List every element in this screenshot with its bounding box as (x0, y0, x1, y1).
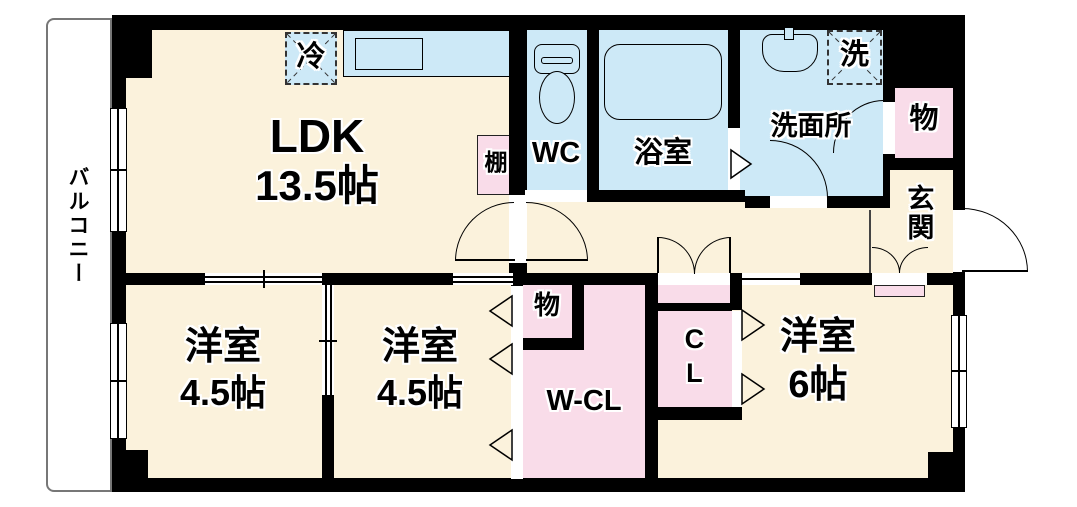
shelf-area (477, 135, 515, 195)
balcony-area (46, 18, 112, 492)
entrance-storage-floor (895, 88, 953, 158)
refrigerator-icon (285, 32, 337, 85)
shoe-cabinet (874, 285, 925, 297)
ldk-door-leaf (455, 259, 515, 261)
wcl-label: W-CL (546, 385, 622, 417)
wall-wcl-cl (645, 273, 658, 480)
ldk-window-tick (110, 169, 127, 171)
entrance-closet-gap (872, 273, 927, 285)
ldk-size-label: 13.5帖 (255, 162, 379, 209)
wcl-folding-door-icon-1 (488, 294, 513, 328)
wall-cl-strip-bottom (658, 303, 732, 311)
bedroom1-size-label: 4.5帖 (179, 372, 267, 413)
bedroom3-label: 洋室 (779, 316, 856, 358)
bedroom3-window-tick (951, 370, 967, 372)
wall-top (112, 15, 883, 30)
wall-corner-br (928, 452, 965, 492)
walk-in-closet-floor (523, 284, 645, 480)
washing-machine-x-mark (829, 32, 880, 83)
kitchen-sink-icon (355, 38, 423, 70)
cl-label: CL (679, 324, 710, 392)
entrance-step-line (869, 210, 871, 273)
entrance-storage-label: 物 (909, 103, 939, 135)
bedroom2-label: 洋室 (381, 326, 458, 368)
wall-wc-bath (587, 30, 599, 192)
wall-ldk-right-upper (509, 15, 527, 195)
wcl-folding-door-band (511, 285, 523, 480)
shelf-label: 棚 (484, 149, 508, 175)
storage-doorway-gap (883, 102, 895, 154)
wall-storage-bottom (883, 158, 965, 170)
wall-wcl-storage-bottom (523, 338, 584, 350)
ldk-label: LDK (269, 110, 365, 162)
bedroom2-sliding-line2 (453, 281, 513, 283)
cl-door-leaf-left (657, 237, 659, 273)
cl-folding-door-band (732, 311, 742, 407)
entrance-label: 玄関 (903, 184, 934, 242)
wall-bottom (112, 478, 965, 492)
closet-upper-strip (658, 284, 730, 304)
bedroom1-label: 洋室 (184, 326, 261, 368)
wcl-folding-door-icon-3 (488, 428, 513, 462)
bathtub-icon (604, 44, 722, 120)
bedroom3-doorway-line (742, 278, 800, 280)
wall-corner-tl (112, 15, 152, 78)
front-door-leaf (962, 270, 1028, 272)
wall-corner-bl (112, 450, 148, 492)
wall-cl-bottom (658, 407, 742, 420)
bathroom-label: 浴室 (633, 137, 692, 169)
wall-top-right-block (883, 15, 965, 88)
toilet-tank-slot (541, 57, 573, 64)
wall-wcl-storage-right (572, 284, 584, 350)
bedroom3-size-label: 6帖 (788, 364, 848, 406)
washer-label: 洗 (839, 39, 869, 71)
closet-floor (658, 310, 732, 407)
wc-label: WC (531, 137, 581, 169)
bedroom2-size-label: 4.5帖 (376, 372, 464, 413)
refrigerator-label: 冷 (296, 41, 326, 73)
bedroom-partition-tick (319, 340, 337, 342)
refrigerator-x-mark (287, 34, 335, 83)
wall-entrance-stub (883, 170, 890, 198)
bedroom1-sliding-tick (263, 270, 265, 288)
cl-folding-door-icon-2 (741, 372, 766, 406)
washbasin-tap (784, 27, 794, 40)
cl-folding-door-icon-1 (741, 308, 766, 342)
cl-doorway-gap (658, 273, 730, 285)
wcl-storage-label: 物 (533, 290, 560, 320)
washroom-doorway-gap (770, 196, 827, 208)
wall-cl-strip-right (730, 285, 742, 310)
wcl-folding-door-icon-2 (488, 342, 513, 376)
front-door-arc (962, 208, 1028, 272)
bathroom-folding-door-icon (730, 148, 753, 180)
toilet-bowl-icon (539, 71, 575, 124)
cl-door-leaf-right (729, 237, 731, 273)
washing-machine-icon (827, 30, 882, 85)
wc-doorway-gap (525, 190, 587, 202)
bedroom1-window-tick (110, 380, 127, 382)
wc-door-leaf (526, 259, 587, 261)
bedroom2-sliding-line1 (453, 276, 513, 278)
washroom-label: 洗面所 (770, 111, 852, 141)
bedroom2-sliding-door (453, 273, 513, 285)
balcony-label: バルコニー (66, 166, 90, 286)
